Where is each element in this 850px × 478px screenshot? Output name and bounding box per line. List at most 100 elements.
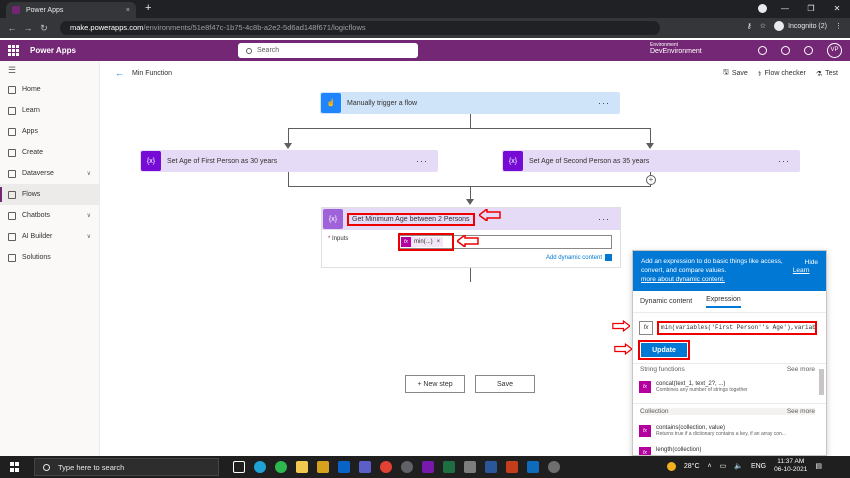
avatar[interactable]: VP [827,43,842,58]
chevron-down-icon[interactable]: ∨ [86,234,91,240]
excel-icon[interactable] [443,461,455,473]
app-title[interactable]: Power Apps [30,46,76,55]
new-step-button[interactable]: + New step [405,375,465,393]
trigger-card[interactable]: ☝ Manually trigger a flow ··· [320,92,620,114]
new-tab-button[interactable]: + [145,2,152,14]
sidebar-item-ai-builder[interactable]: AI Builder∨ [0,226,99,247]
compose-title[interactable]: Get Minimum Age between 2 Persons [347,212,475,226]
task-view-icon[interactable] [233,461,245,473]
sidebar-item-solutions[interactable]: Solutions [0,247,99,268]
chevron-down-icon[interactable]: ∨ [86,213,91,219]
incognito-profile[interactable]: Incognito (2) [774,21,827,31]
edge-dev-icon[interactable] [275,461,287,473]
expression-token[interactable]: fx min(...) × [401,237,444,247]
set-variable-card-2[interactable]: {x} Set Age of Second Person as 35 years… [502,150,800,172]
settings-app-icon[interactable] [548,461,560,473]
set-variable-card-1[interactable]: {x} Set Age of First Person as 30 years … [140,150,438,172]
teams-icon[interactable] [359,461,371,473]
fx-icon: fx [639,381,651,393]
update-button[interactable]: Update [638,340,690,360]
hide-button[interactable]: Hide [804,259,818,266]
app-launcher-icon[interactable] [8,44,20,57]
tab-expression[interactable]: Expression [706,296,741,308]
search-icon [43,463,50,471]
chrome-incognito-icon[interactable] [401,461,413,473]
set-variable-2-title: Set Age of Second Person as 35 years [529,157,650,165]
url-field[interactable]: make.powerapps.com/environments/51e8f47c… [60,21,660,35]
word-icon[interactable] [485,461,497,473]
save-icon: 🖫 [722,69,729,76]
see-more-link[interactable]: See more [786,366,815,373]
function-item[interactable]: fx length(collection) [639,447,814,455]
sidebar-item-create[interactable]: Create [0,142,99,163]
tab-search-icon[interactable] [758,4,767,13]
expression-input[interactable]: min(variables('First Person''s Age'),var… [657,321,817,335]
sidebar-item-learn[interactable]: Learn [0,100,99,121]
flask-icon: ⚗ [815,70,823,78]
restore-button[interactable]: ❐ [807,4,815,13]
sidebar-item-dataverse[interactable]: Dataverse∨ [0,163,99,184]
reload-button[interactable]: ↻ [40,22,48,33]
file-explorer-icon[interactable] [296,461,308,473]
volume-icon[interactable]: 🔈 [734,463,743,470]
chevron-down-icon[interactable]: ∨ [86,171,91,177]
set-variable-2-menu-button[interactable]: ··· [778,156,790,166]
browser-menu-icon[interactable]: ⋮ [835,23,842,30]
clock[interactable]: 11:37 AM 06-10-2021 [774,458,807,474]
key-icon[interactable]: ⚷ [746,23,752,30]
search-input[interactable]: Search [238,43,418,58]
powerpoint-icon[interactable] [506,461,518,473]
connector-line [650,128,651,144]
mail-icon[interactable] [338,461,350,473]
compose-card-header[interactable]: {x} Get Minimum Age between 2 Persons ··… [322,208,620,230]
tab-dynamic-content[interactable]: Dynamic content [640,298,693,305]
network-icon[interactable]: ▭ [719,463,727,470]
function-item[interactable]: fx contains(collection, value)Returns tr… [639,425,814,445]
edge-icon[interactable] [254,461,266,473]
save-button[interactable]: Save [475,375,535,393]
add-dynamic-content-link[interactable]: Add dynamic content [546,254,612,261]
taskbar-search-input[interactable]: Type here to search [34,458,219,476]
flow-checker-button[interactable]: ⚕Flow checker [758,68,806,79]
tab-close-icon[interactable]: × [125,6,130,14]
token-remove-icon[interactable]: × [436,239,441,245]
sidebar-item-flows[interactable]: Flows [0,184,99,205]
weather-temp[interactable]: 28°C [683,462,700,470]
star-icon[interactable]: ☆ [759,23,767,30]
tray-chevron-icon[interactable]: ˄ [707,462,712,470]
windows-start-icon[interactable] [10,462,20,472]
connector-line [288,186,651,187]
environment-name: DevEnvironment [650,48,702,55]
test-button[interactable]: ⚗Test [816,68,838,79]
see-more-link[interactable]: See more [786,408,815,415]
trigger-menu-button[interactable]: ··· [598,98,610,108]
back-arrow-icon[interactable]: ← [115,68,124,78]
browser-tab[interactable]: Power Apps × [6,2,136,18]
settings-icon[interactable] [781,46,790,55]
function-item[interactable]: fx concat(text_1, text_2?, ...)Combines … [639,381,814,401]
store-icon[interactable] [317,461,329,473]
add-branch-button[interactable]: + [646,175,656,185]
chrome-icon[interactable] [380,461,392,473]
sidebar-item-home[interactable]: Home [0,79,99,100]
language-indicator[interactable]: ENG [750,462,767,470]
sidebar-item-apps[interactable]: Apps [0,121,99,142]
collapse-nav-icon[interactable]: ☰ [8,65,17,75]
compose-menu-button[interactable]: ··· [598,214,610,224]
set-variable-1-menu-button[interactable]: ··· [416,156,428,166]
sidebar-item-chatbots[interactable]: Chatbots∨ [0,205,99,226]
help-icon[interactable] [804,46,813,55]
panel-scrollbar[interactable] [819,369,824,395]
close-window-button[interactable]: ✕ [833,4,841,13]
learn-more-link[interactable]: Learn more about dynamic content. [641,267,810,283]
forward-button[interactable]: → [23,23,33,33]
environment-picker[interactable]: Environment DevEnvironment [650,42,702,55]
notifications-icon[interactable] [758,46,767,55]
minimize-button[interactable]: — [781,4,789,13]
app-icon[interactable] [464,461,476,473]
outlook-icon[interactable] [527,461,539,473]
notification-icon[interactable]: ▤ [815,463,822,470]
back-button[interactable]: ← [7,23,17,33]
onenote-icon[interactable] [422,461,434,473]
save-command-button[interactable]: 🖫Save [723,68,748,79]
